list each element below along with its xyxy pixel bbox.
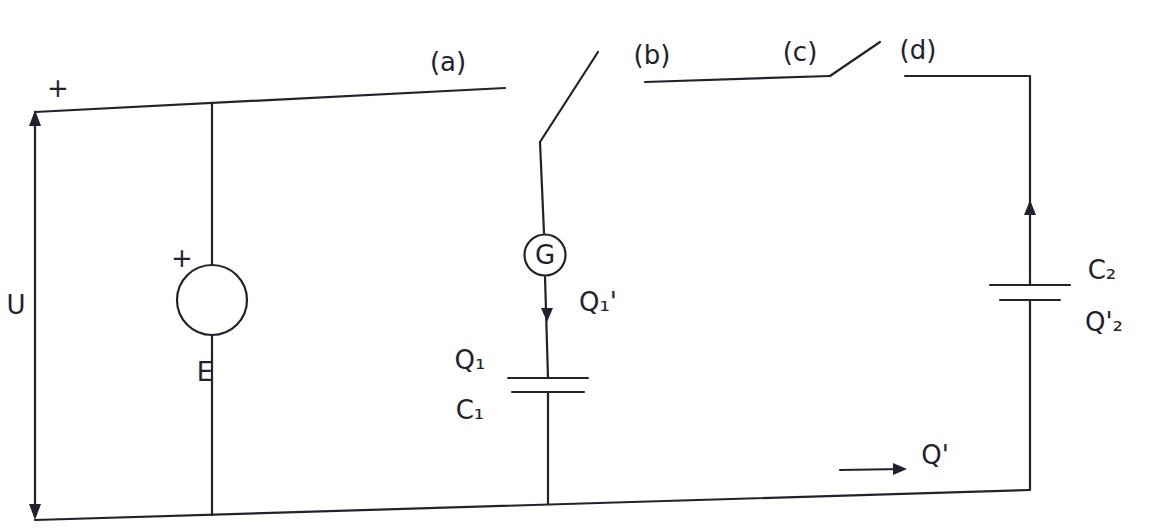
wire xyxy=(1029,300,1031,490)
wire xyxy=(1029,76,1031,285)
polarity-sign: + xyxy=(47,74,69,103)
meter-circle xyxy=(525,235,566,276)
switch-arm xyxy=(830,42,880,76)
charge-label: Q' xyxy=(921,441,949,470)
wire xyxy=(211,103,213,265)
charge-label: Q₁' xyxy=(579,288,617,317)
terminal-label: (c) xyxy=(783,38,818,67)
voltage-source-symbol xyxy=(177,265,247,335)
wire xyxy=(540,142,544,233)
capacitor-label: C₁ xyxy=(456,396,485,425)
terminal-label: (a) xyxy=(430,48,466,77)
capacitor-plate xyxy=(990,284,1070,286)
polarity-sign: + xyxy=(171,244,193,273)
voltage-arrow xyxy=(34,118,36,514)
wire xyxy=(547,392,549,504)
arrow-head xyxy=(893,463,907,475)
capacitor-label: C₂ xyxy=(1088,256,1117,285)
switch-arm xyxy=(540,52,598,142)
wire xyxy=(645,76,830,82)
voltage-label: U xyxy=(6,291,25,320)
galvanometer-symbol: G xyxy=(523,233,567,277)
terminal-label: (d) xyxy=(900,36,937,65)
arrow-head xyxy=(541,308,553,322)
source-label: E xyxy=(197,358,213,387)
arrow-head xyxy=(29,110,41,126)
arrow-head xyxy=(1024,200,1036,215)
arrow-head xyxy=(29,504,41,520)
charge-label: Q'₂ xyxy=(1085,308,1123,337)
capacitor-plate xyxy=(508,377,588,379)
wire xyxy=(35,490,1030,520)
terminal-label: (b) xyxy=(634,41,671,70)
meter-letter: G xyxy=(535,241,555,270)
wire xyxy=(545,277,548,378)
wire xyxy=(35,88,505,112)
wire xyxy=(905,75,1030,77)
charge-label: Q₁ xyxy=(455,346,486,375)
